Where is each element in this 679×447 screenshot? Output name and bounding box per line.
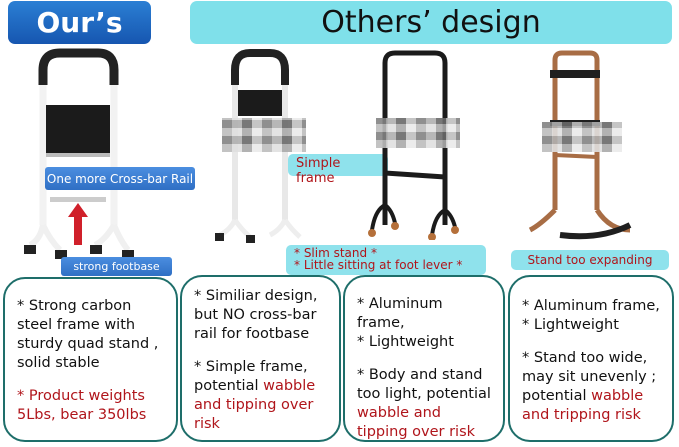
card-other-3-text-1: * Aluminum frame, — [522, 298, 660, 314]
footbase-callout: strong footbase — [61, 257, 172, 276]
ours-header: Our’s — [8, 1, 151, 44]
pixelated-logo-1 — [222, 118, 306, 152]
other-product-2-image — [368, 50, 459, 240]
card-other-2-risk: wabble and tipping over risk — [357, 405, 476, 440]
card-other-3-risk: wabble and tripping risk — [522, 388, 644, 423]
card-ours: * Strong carbon steel frame with sturdy … — [3, 277, 178, 442]
card-other-2-text-3-main: * Body and stand too light, potential — [357, 367, 491, 402]
card-other-1-text-2: * Simple frame, potential wabble and tip… — [194, 358, 329, 434]
stand-expanding-callout: Stand too expanding — [511, 250, 669, 270]
other-product-1-image — [215, 49, 302, 243]
card-other-2-text-1: * Aluminum frame, — [357, 296, 443, 331]
simple-frame-callout: Simple frame — [288, 154, 388, 186]
card-other-1-risk: wabble and tipping over risk — [194, 378, 316, 432]
card-other-2: * Aluminum frame, * Lightweight * Body a… — [343, 275, 505, 442]
card-other-1: * Similiar design, but NO cross-bar rail… — [180, 275, 341, 442]
card-other-2-text-3: * Body and stand too light, potential wa… — [357, 366, 493, 442]
card-other-1-text-2-main: * Simple frame, potential — [194, 359, 308, 394]
slim-stand-callout: * Slim stand * * Little sitting at foot … — [286, 245, 486, 275]
pixelated-logo-2 — [376, 118, 460, 148]
card-ours-weight: * Product weights 5Lbs, bear 350lbs — [17, 388, 147, 423]
cross-bar-callout: One more Cross-bar Rail — [45, 167, 195, 190]
card-other-3-text-3-main: * Stand too wide, may sit unevenly ; pot… — [522, 350, 657, 404]
our-product-image — [24, 48, 134, 259]
card-other-3-text-2: * Lightweight — [522, 317, 619, 333]
pixelated-logo-3 — [542, 122, 622, 152]
slim-stand-line-2: * Little sitting at foot lever * — [294, 258, 463, 272]
card-other-3-text-3: * Stand too wide, may sit unevenly ; pot… — [522, 349, 662, 425]
card-other-1-text-1: * Similiar design, but NO cross-bar rail… — [194, 288, 318, 342]
other-product-3-image — [528, 50, 632, 240]
card-other-2-text-2: * Lightweight — [357, 334, 454, 350]
card-other-3: * Aluminum frame, * Lightweight * Stand … — [508, 275, 674, 442]
others-header: Others’ design — [190, 1, 672, 44]
card-ours-text-1: * Strong carbon steel frame with sturdy … — [17, 298, 159, 371]
slim-stand-line-1: * Slim stand * — [294, 246, 377, 260]
